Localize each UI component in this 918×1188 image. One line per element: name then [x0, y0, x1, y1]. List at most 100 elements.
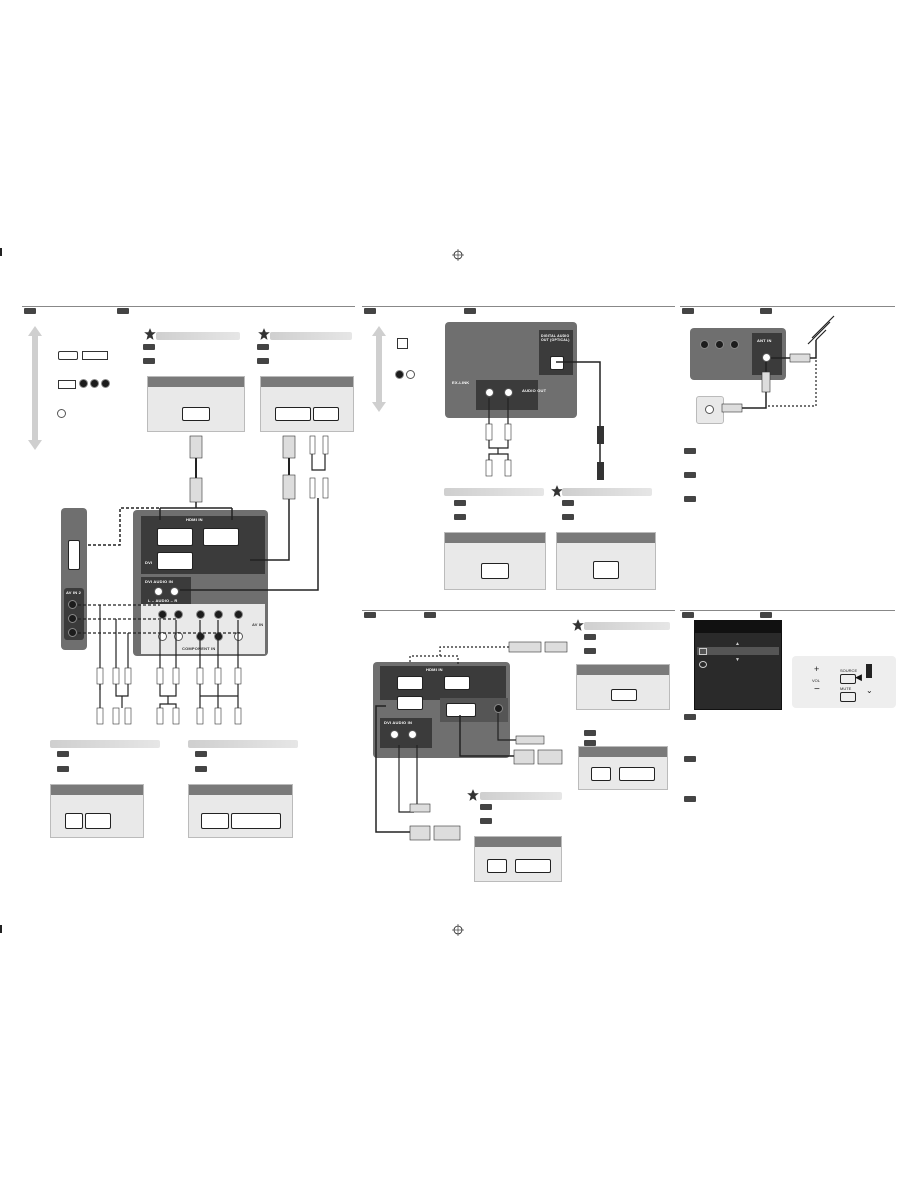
- step-marker: [454, 514, 466, 520]
- digital-audio-out-label: DIGITAL AUDIO OUT (OPTICAL): [541, 334, 570, 342]
- step-marker: [684, 472, 696, 478]
- mute-button[interactable]: [840, 692, 856, 702]
- optical-port-icon: [397, 338, 408, 349]
- chevron-down-icon[interactable]: ⌄: [866, 686, 873, 695]
- star-icon: [258, 328, 270, 340]
- channel-up-icon[interactable]: [866, 664, 872, 678]
- optical-port: [550, 356, 564, 370]
- component-jack: [158, 632, 167, 641]
- av-jack: [68, 628, 77, 637]
- audio-jack-icon: [406, 370, 415, 379]
- coax-jack-icon: [705, 405, 714, 414]
- audio-jack: [170, 587, 179, 596]
- av-jack: [730, 340, 739, 349]
- section-tab: [760, 612, 772, 618]
- star-icon: [551, 485, 563, 497]
- section-tab: [682, 308, 694, 314]
- vol-minus-button[interactable]: −: [814, 684, 820, 695]
- audio-port-icon: [591, 767, 611, 781]
- step-marker: [684, 796, 696, 802]
- hdmi-port-icon: [157, 528, 193, 546]
- component-jack: [214, 610, 223, 619]
- step-marker: [584, 634, 596, 640]
- ant-in-label: ANT IN: [757, 338, 772, 343]
- down-arrow-icon: ▼: [735, 657, 740, 663]
- component-in-label: COMPONENT IN: [182, 646, 216, 651]
- option-bar: [188, 740, 298, 748]
- hdmi-port-icon: [444, 676, 470, 690]
- step-marker: [195, 751, 207, 757]
- audio-jack: [494, 704, 503, 713]
- step-marker: [480, 804, 492, 810]
- dvi-port-icon: [275, 407, 311, 421]
- optical-port-icon: [593, 561, 619, 579]
- ex-link-label: EX-LINK: [452, 380, 470, 385]
- step-marker: [584, 648, 596, 654]
- component-jack: [174, 610, 183, 619]
- vol-plus-button[interactable]: +: [814, 664, 820, 674]
- registration-mark-icon: [452, 249, 464, 261]
- section-tab: [117, 308, 129, 314]
- quality-arrow-icon: [28, 326, 42, 450]
- hdmi-port-icon: [611, 689, 637, 701]
- option-bar: [584, 622, 670, 630]
- audio-jack-icon: [101, 379, 110, 388]
- dvi-port-icon: [82, 351, 108, 360]
- star-icon: [572, 619, 584, 631]
- step-marker: [143, 358, 155, 364]
- section-tab: [760, 308, 772, 314]
- hdmi-port-icon: [182, 407, 210, 421]
- section-header-rule: [362, 610, 675, 611]
- audio-jack: [154, 587, 163, 596]
- section-tab: [464, 308, 476, 314]
- star-icon: [144, 328, 156, 340]
- audio-jack-icon: [90, 379, 99, 388]
- audio-jack: [408, 730, 417, 739]
- section-tab: [682, 612, 694, 618]
- section-tab: [424, 612, 436, 618]
- step-marker: [684, 756, 696, 762]
- hdmi-port-icon: [203, 528, 239, 546]
- dvi-audio-in-label: DVI AUDIO IN: [145, 579, 174, 584]
- source-icon: [699, 661, 707, 668]
- step-marker: [257, 358, 269, 364]
- component-jack: [234, 610, 243, 619]
- audio-jack-icon: [79, 379, 88, 388]
- audio-port-icon: [487, 859, 507, 873]
- device-component: [188, 784, 293, 838]
- pointer-arrow-icon: ◀: [855, 672, 862, 682]
- step-marker: [257, 344, 269, 350]
- tv-icon: [699, 648, 707, 655]
- step-marker: [584, 730, 596, 736]
- device-dvi: [260, 376, 354, 432]
- step-marker: [57, 751, 69, 757]
- section-header-rule: [362, 306, 675, 307]
- section-header-rule: [680, 306, 895, 307]
- osd-highlight[interactable]: [697, 647, 779, 655]
- option-bar: [480, 792, 562, 800]
- dvi-port-icon: [515, 859, 551, 873]
- section-header-rule: [680, 610, 895, 611]
- mute-label: MUTE: [840, 686, 852, 691]
- hdmi-port-icon: [68, 540, 80, 570]
- star-icon: [467, 789, 479, 801]
- coax-jack-icon: [57, 409, 66, 418]
- remote-control: + VOL − SOURCE MUTE ⌄ ◀: [792, 656, 896, 708]
- section-tab: [364, 308, 376, 314]
- audio-port-icon: [481, 563, 509, 579]
- section-tab: [364, 612, 376, 618]
- audio-jack: [390, 730, 399, 739]
- av-in-label: AV IN: [252, 622, 264, 627]
- hdmi-port-icon: [397, 696, 423, 710]
- option-bar: [156, 332, 240, 340]
- source-button[interactable]: [840, 674, 856, 684]
- vga-port-icon: [619, 767, 655, 781]
- registration-mark-icon: [452, 924, 464, 936]
- av-jack: [700, 340, 709, 349]
- component-jack: [158, 610, 167, 619]
- audio-jack: [504, 388, 513, 397]
- quality-arrow-icon: [372, 326, 386, 412]
- audio-label: L – AUDIO – R: [148, 598, 178, 603]
